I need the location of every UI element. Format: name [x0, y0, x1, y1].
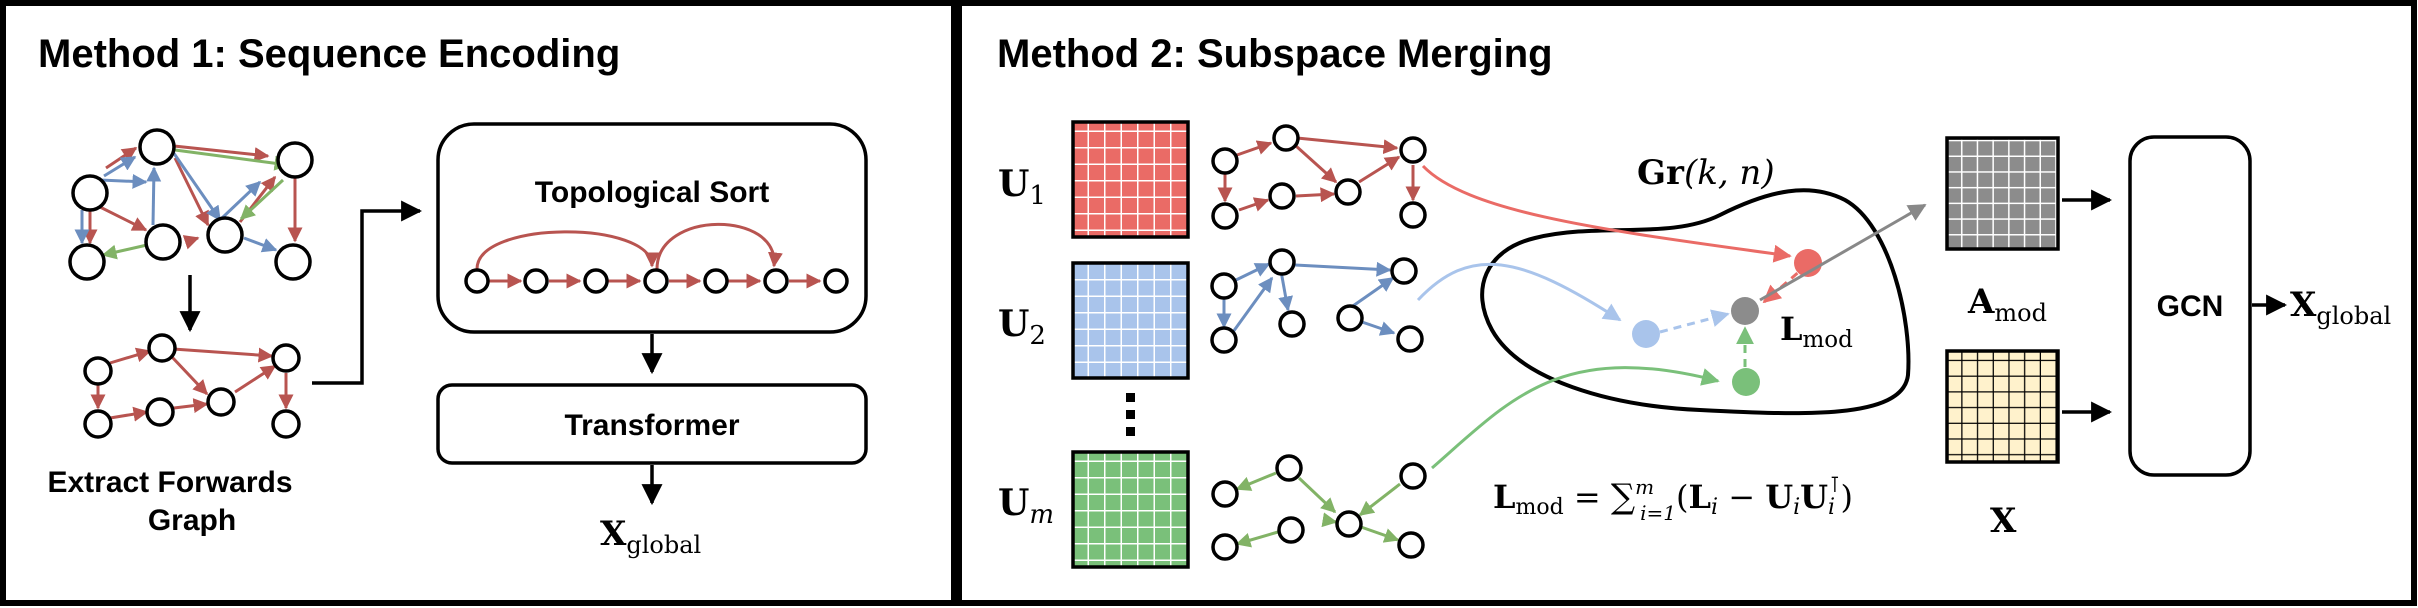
graph-node: [71, 174, 109, 212]
gcn-label: GCN: [2157, 290, 2224, 323]
graph-node: [1396, 325, 1424, 353]
forward-graph: [83, 333, 301, 439]
topological-sort-label: Topological Sort: [535, 176, 769, 209]
graph-node: [206, 387, 236, 417]
subgraph-2: [1210, 248, 1424, 354]
graph-node: [274, 243, 312, 281]
sorted-sequence: [464, 222, 849, 294]
graph-node: [271, 343, 301, 373]
sequence-node: [523, 268, 549, 294]
graph-node: [1335, 510, 1363, 538]
graph-node: [1399, 462, 1427, 490]
x-label: X: [1990, 501, 2017, 541]
sequence-node: [583, 268, 609, 294]
graph-node: [1334, 178, 1362, 206]
graph-node: [1210, 326, 1238, 354]
panel-2-title: Method 2: Subspace Merging: [997, 32, 1553, 76]
green-point: [1732, 368, 1760, 396]
graph-node: [1211, 202, 1239, 230]
ellipsis-dots: [1126, 393, 1135, 436]
blue-dashed-arrow: [1659, 309, 1730, 334]
gcn-box: [2128, 135, 2252, 477]
graph-node: [271, 409, 301, 439]
graph-node: [147, 333, 177, 363]
sequence-node: [823, 268, 849, 294]
method-2-output-label: Xglobal: [2290, 285, 2391, 330]
graph-node: [276, 141, 314, 179]
graph-node: [1397, 531, 1425, 559]
sequence-node: [703, 268, 729, 294]
u1-label: U1: [998, 163, 1046, 211]
subgraph-m: [1211, 454, 1427, 561]
transformer-label: Transformer: [564, 409, 739, 442]
amod-matrix: [1945, 136, 2060, 251]
graph-node: [1278, 310, 1306, 338]
graph-node: [1272, 124, 1300, 152]
graph-node: [1268, 248, 1296, 276]
graph-node: [1399, 136, 1427, 164]
graph-node: [1268, 182, 1296, 210]
graph-node: [1210, 272, 1238, 300]
sequence-node: [643, 268, 669, 294]
graph-node: [138, 128, 176, 166]
red-dashed-arrow: [1762, 262, 1809, 304]
graph-node: [1399, 201, 1427, 229]
sequence-node: [464, 268, 490, 294]
panel-1-title: Method 1: Sequence Encoding: [38, 32, 620, 76]
panel-1-frame: [0, 0, 957, 606]
grassmannian-label: Gr(k, n): [1637, 153, 1775, 193]
graph-node: [1211, 480, 1239, 508]
blue-point: [1632, 320, 1660, 348]
lmod-point: [1731, 297, 1759, 325]
graph-node: [206, 216, 244, 254]
graph-node: [68, 243, 106, 281]
to-topo-arrow: [312, 200, 423, 385]
u2-matrix: [1071, 261, 1190, 380]
method-1-output-label: Xglobal: [600, 514, 701, 559]
graph-node: [83, 409, 113, 439]
amod-label: Amod: [1967, 282, 2047, 327]
green-curve: [1431, 366, 1720, 470]
blue-curve: [1416, 262, 1622, 322]
extract-label-line-2: Graph: [148, 504, 236, 537]
sequence-node: [763, 268, 789, 294]
full-graph: [68, 128, 314, 281]
grassmann-manifold: [1480, 188, 1911, 416]
panel-2-frame: [956, 0, 2417, 606]
u2-label: U2: [998, 303, 1046, 351]
graph-node: [1275, 454, 1303, 482]
x-matrix: [1945, 349, 2060, 464]
extract-label-line-1: Extract Forwards: [47, 466, 292, 499]
graph-node: [1211, 147, 1239, 175]
lmod-label: Lmod: [1780, 310, 1853, 353]
graph-node: [1211, 533, 1239, 561]
topological-sort-box: [436, 122, 868, 334]
graph-node: [83, 356, 113, 386]
transformer-box: [436, 383, 868, 465]
red-curve: [1421, 164, 1792, 263]
u1-matrix: [1071, 120, 1190, 239]
graph-node: [144, 223, 182, 261]
grey-arrow: [1759, 203, 1927, 302]
subgraph-1: [1211, 124, 1427, 230]
graph-node: [1277, 516, 1305, 544]
graph-node: [1336, 304, 1364, 332]
graph-node: [1390, 257, 1418, 285]
graph-node: [145, 397, 175, 427]
um-matrix: [1071, 450, 1190, 569]
um-label: Um: [998, 482, 1054, 530]
